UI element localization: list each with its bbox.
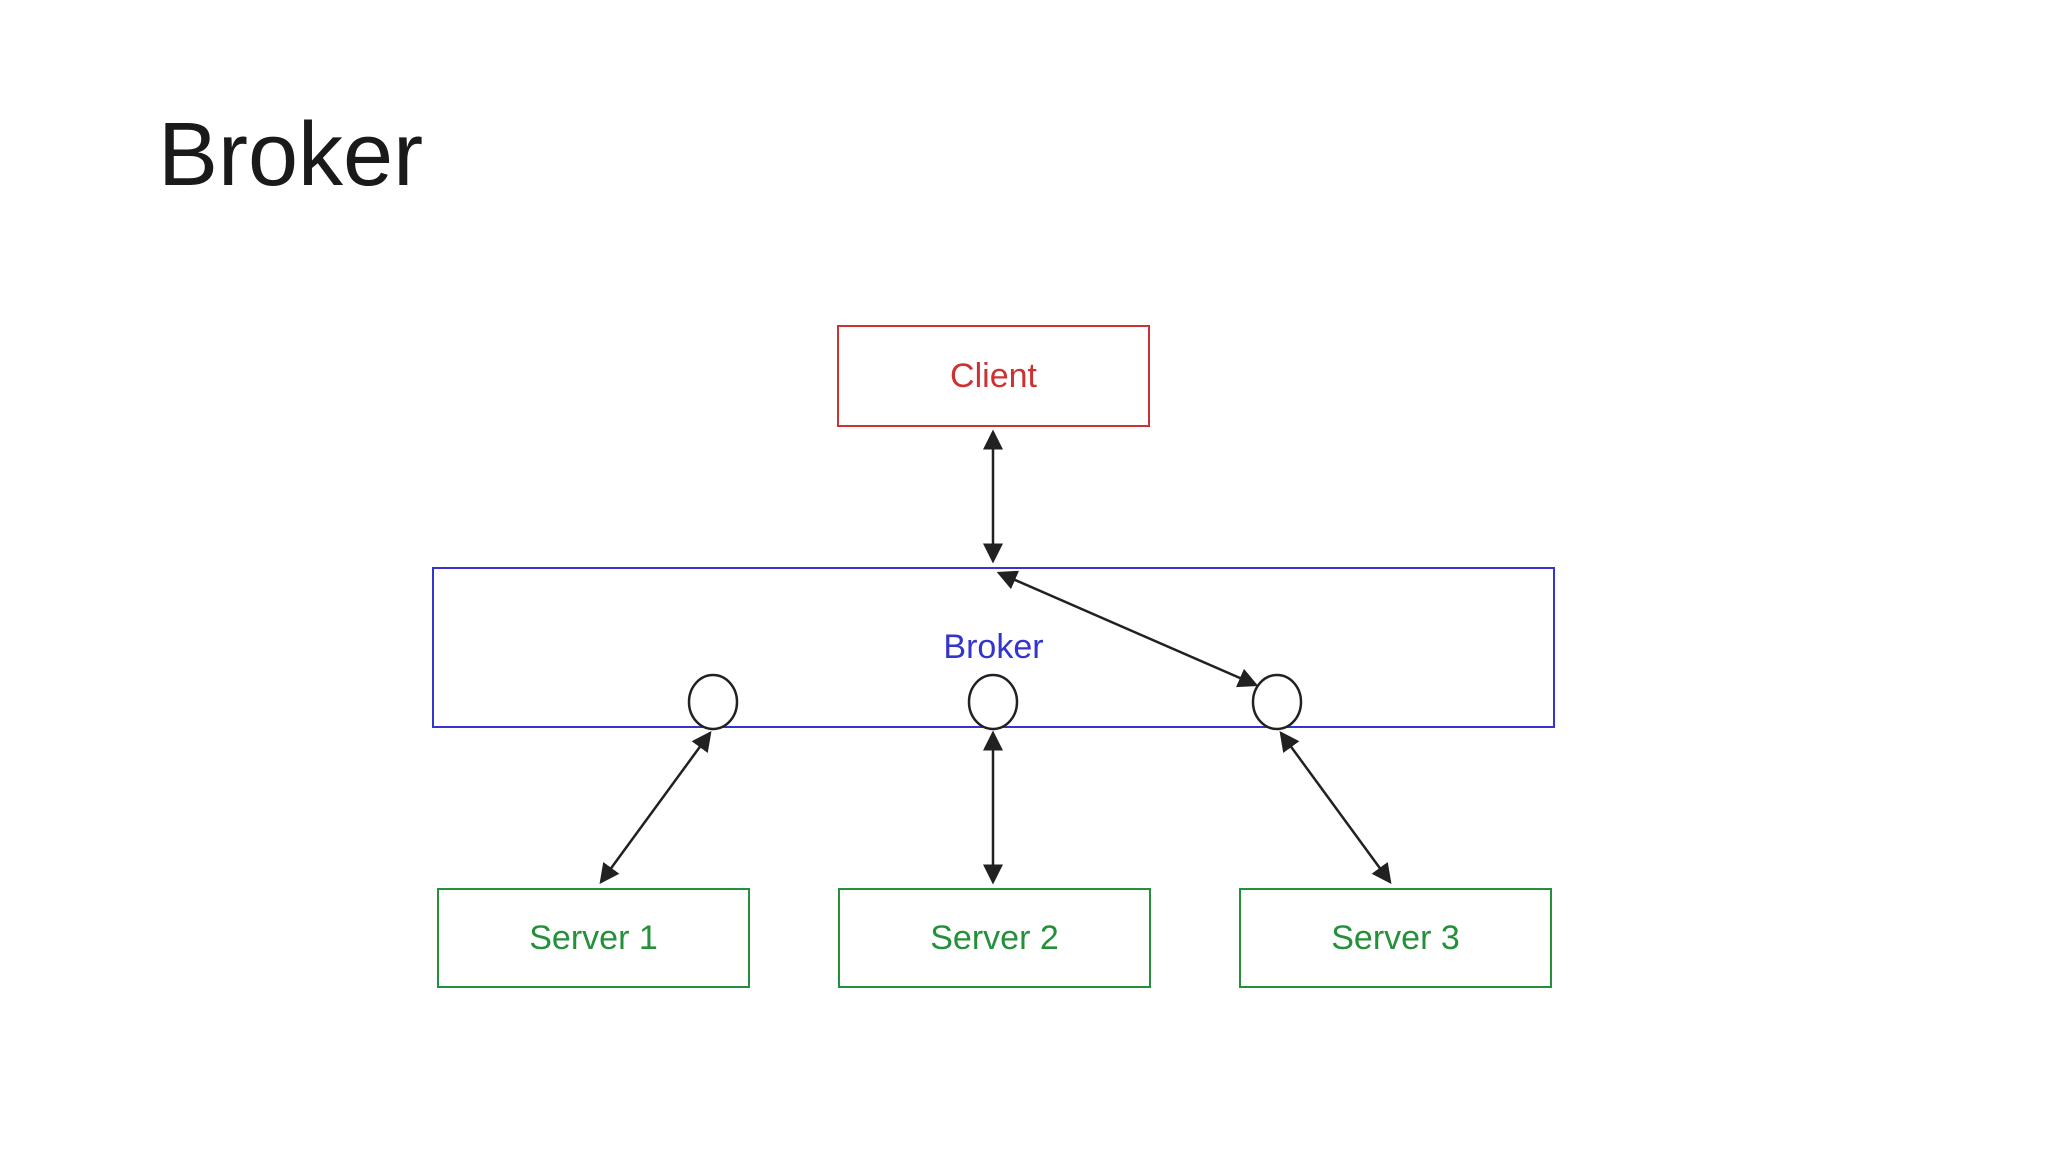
server-3-node: Server 3 [1239,888,1552,988]
server-2-node: Server 2 [838,888,1151,988]
broker-node-label: Broker [943,628,1044,666]
server-3-node-label: Server 3 [1331,918,1460,957]
server-2-node-label: Server 2 [930,918,1059,957]
server-1-node: Server 1 [437,888,750,988]
broker-node: Broker [432,567,1555,728]
arrow-port3-server3 [1279,730,1392,885]
slide-title: Broker [158,105,424,205]
client-node-label: Client [950,356,1037,395]
arrow-port1-server1 [599,730,712,885]
client-node: Client [837,325,1150,427]
server-1-node-label: Server 1 [529,918,658,957]
